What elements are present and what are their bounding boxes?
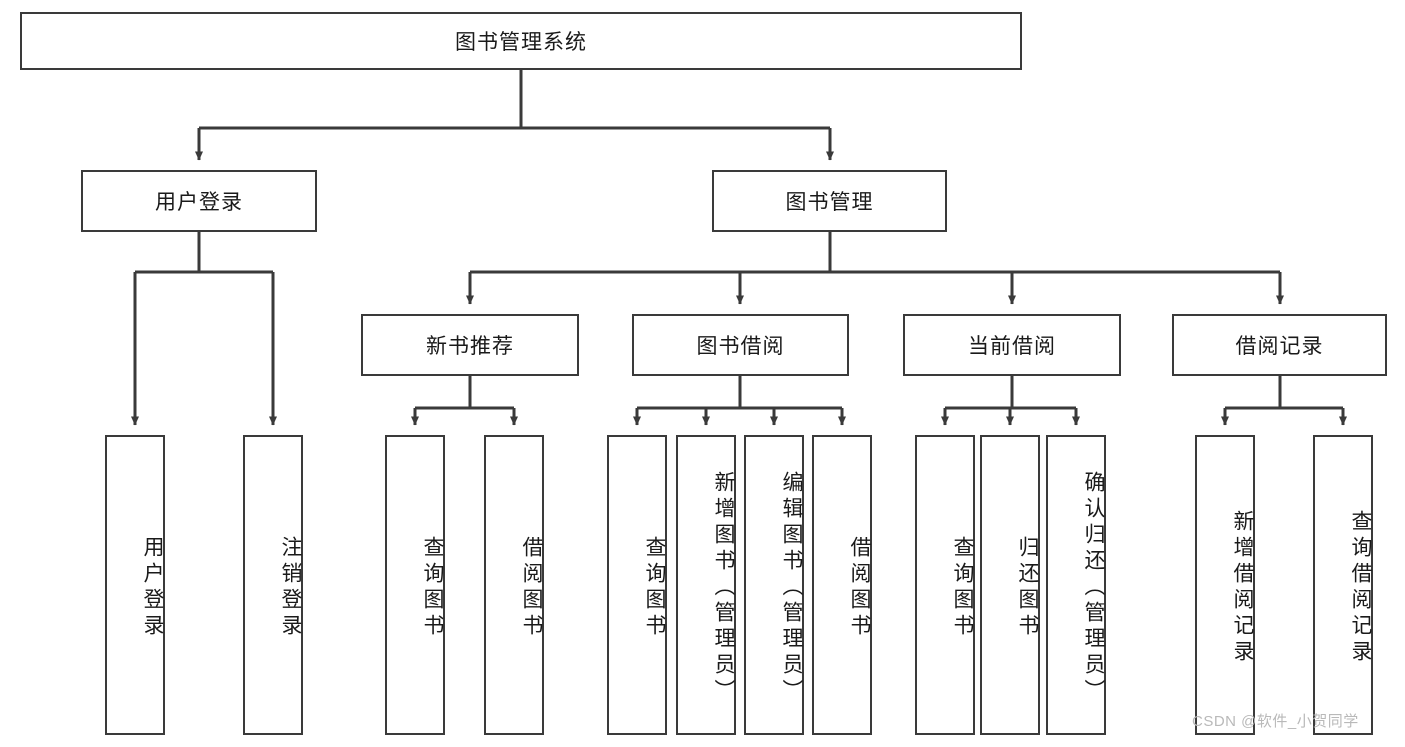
node-label: 用户登录 [155,191,243,214]
node-leaf-borrow-book-1[interactable]: 借阅图书 [484,435,544,735]
node-label: 图书借阅 [696,335,785,358]
node-current-borrow[interactable]: 当前借阅 [903,314,1121,376]
node-leaf-borrow-book-2[interactable]: 借阅图书 [812,435,872,735]
node-label: 编辑图书（管理员） [780,471,803,705]
node-root-system[interactable]: 图书管理系统 [20,12,1022,70]
node-label: 新增借阅记录 [1231,510,1254,666]
node-label: 图书管理系统 [455,31,587,54]
node-label: 确认归还（管理员） [1082,471,1105,705]
node-label: 借阅图书 [520,536,543,640]
csdn-watermark: CSDN @软件_小贺同学 [1192,713,1359,730]
node-leaf-query-record[interactable]: 查询借阅记录 [1313,435,1373,735]
node-label: 查询图书 [643,536,666,640]
node-label: 归还图书 [1016,536,1039,640]
node-leaf-return-book[interactable]: 归还图书 [980,435,1040,735]
node-leaf-add-record[interactable]: 新增借阅记录 [1195,435,1255,735]
node-new-book-rec[interactable]: 新书推荐 [361,314,579,376]
node-label: 查询图书 [951,536,974,640]
node-book-borrow[interactable]: 图书借阅 [632,314,849,376]
node-leaf-edit-book[interactable]: 编辑图书（管理员） [744,435,804,735]
node-label: 新增图书（管理员） [712,471,735,705]
node-leaf-confirm-return[interactable]: 确认归还（管理员） [1046,435,1106,735]
node-leaf-add-book[interactable]: 新增图书（管理员） [676,435,736,735]
node-label: 借阅图书 [848,536,871,640]
node-label: 注销登录 [279,536,302,640]
node-label: 借阅记录 [1235,335,1324,358]
node-leaf-user-login[interactable]: 用户登录 [105,435,165,735]
node-leaf-query-book-2[interactable]: 查询图书 [607,435,667,735]
node-label: 当前借阅 [968,335,1056,358]
node-label: 新书推荐 [426,335,514,358]
node-leaf-query-book-3[interactable]: 查询图书 [915,435,975,735]
node-borrow-record[interactable]: 借阅记录 [1172,314,1387,376]
node-leaf-user-logout[interactable]: 注销登录 [243,435,303,735]
node-label: 用户登录 [141,536,164,640]
node-label: 图书管理 [785,191,874,214]
node-user-login[interactable]: 用户登录 [81,170,317,232]
node-leaf-query-book-1[interactable]: 查询图书 [385,435,445,735]
node-book-manage[interactable]: 图书管理 [712,170,947,232]
node-label: 查询借阅记录 [1349,510,1372,666]
node-label: 查询图书 [421,536,444,640]
